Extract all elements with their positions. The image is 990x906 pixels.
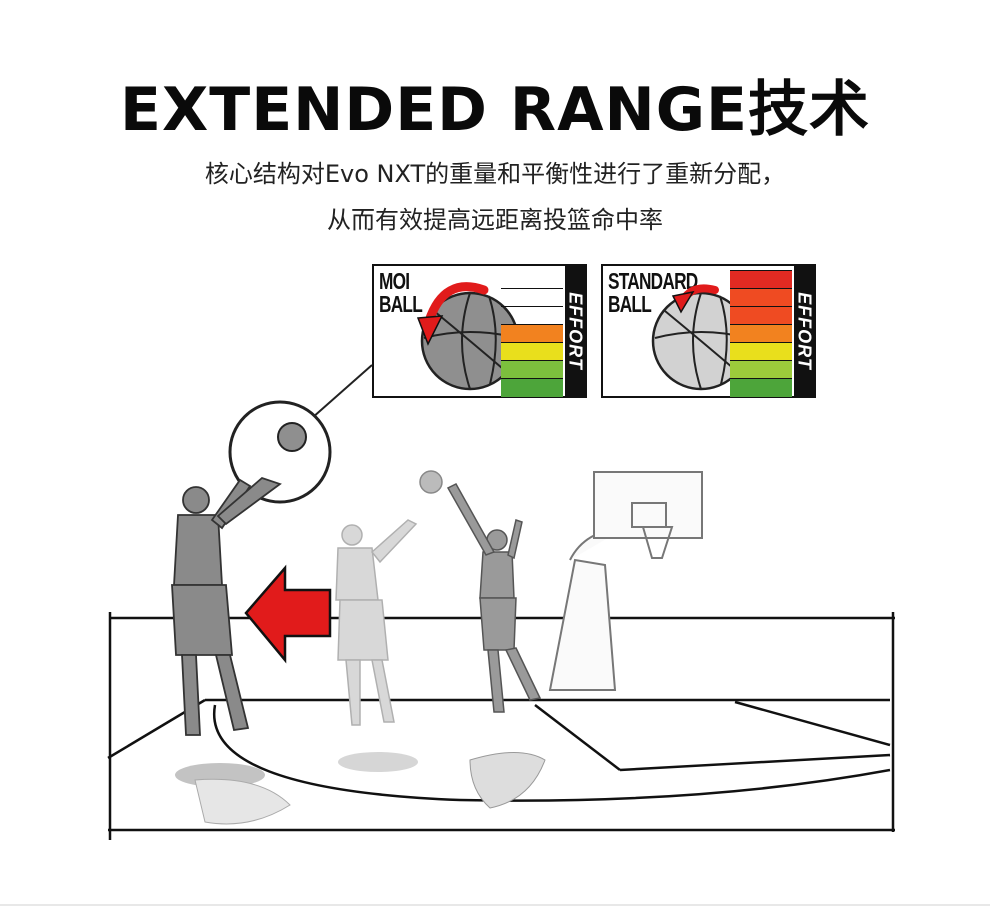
effort-label-bar: EFFORT (794, 266, 815, 396)
subtitle-line-2: 从而有效提高远距离投篮命中率 (327, 206, 663, 234)
effort-label-bar: EFFORT (565, 266, 586, 396)
subtitle-line-1: 核心结构对Evo NXT的重量和平衡性进行了重新分配， (204, 160, 786, 188)
standard-ball-panel: STANDARD BALL EFFORT (601, 264, 816, 398)
basketball-hoop (548, 471, 703, 691)
zoom-circle (228, 400, 332, 504)
moi-ball-panel: MOI BALL EFFORT (372, 264, 587, 398)
red-arrow-icon (244, 564, 332, 664)
ghost-ball (419, 470, 443, 494)
moi-ball-label: MOI BALL (379, 268, 423, 317)
standard-effort-meter (730, 270, 792, 397)
moi-ball-spin-illustration (416, 282, 520, 391)
player-ghost-mid (335, 519, 418, 726)
standard-ball-label: STANDARD BALL (608, 268, 698, 317)
moi-effort-meter (501, 270, 563, 397)
bottom-divider (0, 904, 990, 906)
callout-line (311, 364, 373, 419)
player-jumping (446, 483, 542, 713)
zoom-ball (277, 422, 307, 452)
player-shooting (171, 476, 282, 736)
headline-title: EXTENDED RANGE技术 (120, 75, 870, 145)
